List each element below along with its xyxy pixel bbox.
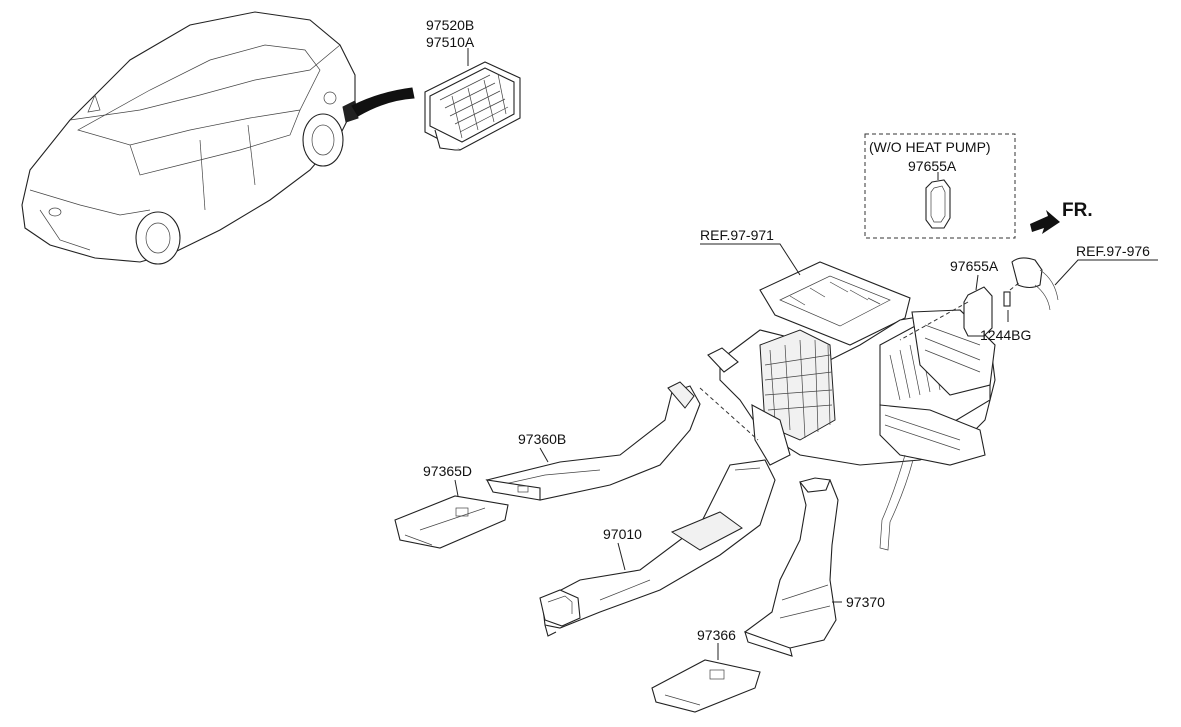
label-97655A-inset[interactable]: 97655A xyxy=(908,158,957,174)
leader-97010 xyxy=(617,542,626,571)
inset-box xyxy=(864,133,1016,239)
car-illustration xyxy=(21,11,415,265)
leader-97360B xyxy=(539,447,549,463)
label-97010[interactable]: 97010 xyxy=(603,526,642,542)
duct-97366 xyxy=(651,659,761,713)
label-97510A[interactable]: 97510A xyxy=(426,34,475,50)
gasket-inset xyxy=(925,179,951,229)
label-97655A[interactable]: 97655A xyxy=(950,258,999,274)
duct-97370 xyxy=(744,477,839,657)
label-1244BG[interactable]: 1244BG xyxy=(980,327,1031,343)
leader-ref-976 xyxy=(1054,259,1158,286)
label-97360B[interactable]: 97360B xyxy=(518,431,566,447)
dashed-connector xyxy=(699,387,759,441)
duct-97360B xyxy=(485,381,701,501)
leader-97655A xyxy=(975,274,979,291)
hvac-unit xyxy=(707,257,1059,551)
duct-97365D xyxy=(394,495,509,549)
label-97366[interactable]: 97366 xyxy=(697,627,736,643)
label-fr: FR. xyxy=(1062,200,1093,221)
leader-97365D xyxy=(454,479,459,497)
label-97365D[interactable]: 97365D xyxy=(423,463,472,479)
cabin-air-filter xyxy=(424,61,521,151)
label-ref-97-976[interactable]: REF.97-976 xyxy=(1076,243,1150,259)
front-arrow-icon xyxy=(1030,210,1060,234)
leader-ref-971 xyxy=(700,243,801,276)
label-ref-97-971[interactable]: REF.97-971 xyxy=(700,227,774,243)
label-97520B[interactable]: 97520B xyxy=(426,17,474,33)
label-wo-heat-pump: (W/O HEAT PUMP) xyxy=(869,139,991,155)
duct-97010 xyxy=(539,459,776,637)
label-97370[interactable]: 97370 xyxy=(846,594,885,610)
